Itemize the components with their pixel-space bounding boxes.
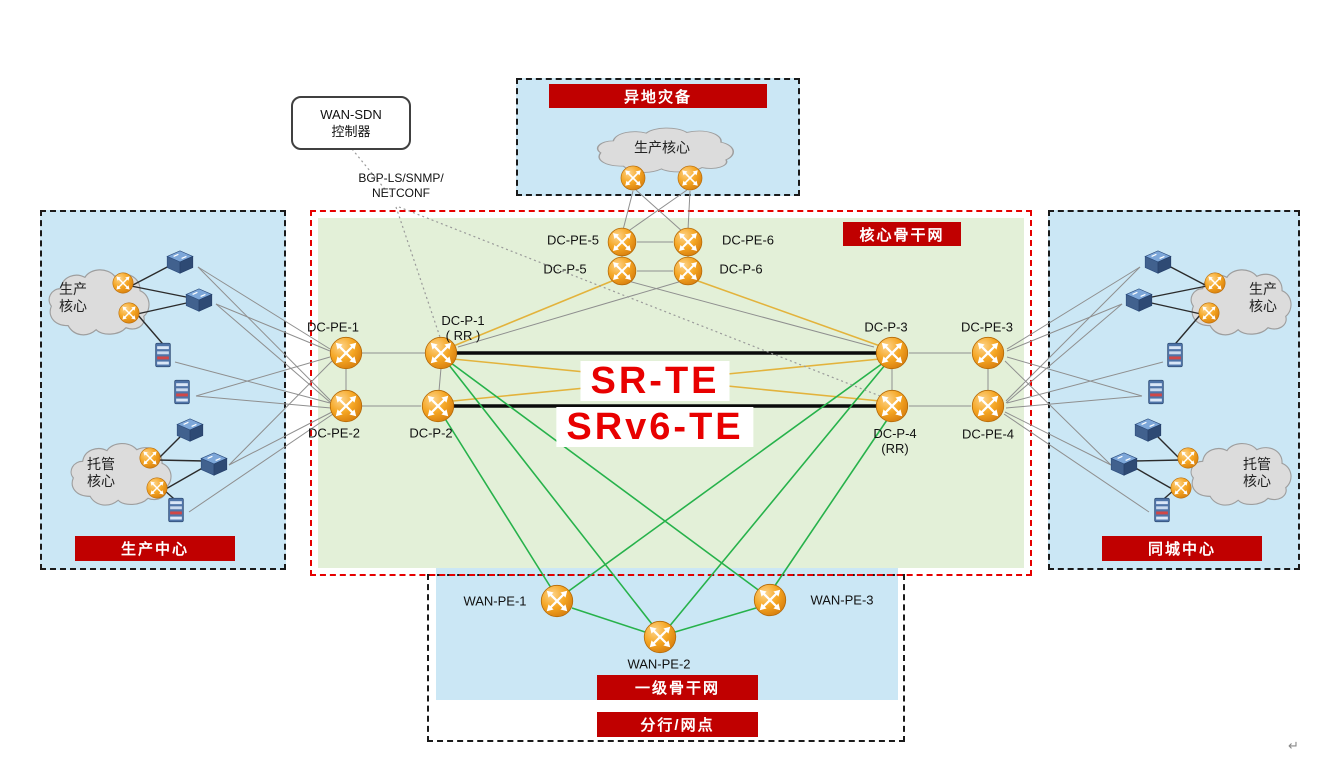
router-icon-dc-p-3 (875, 336, 909, 370)
node-label-wan-pe-1: WAN-PE-1 (463, 593, 527, 609)
router-icon-dc-p-2 (421, 389, 455, 423)
cloud-label-left-hosted-core: 托管核心 (87, 456, 115, 489)
controller-name-line2: 控制器 (331, 124, 371, 139)
controller-name-line1: WAN-SDN (320, 107, 382, 122)
chassis-icon (1164, 341, 1186, 369)
router-icon-dc-p-6 (673, 256, 703, 286)
region-core-backbone-border (310, 210, 1032, 576)
router-icon-dc-pe-3 (971, 336, 1005, 370)
router-icon-dc-pe-1 (329, 336, 363, 370)
router-icon-dc-pe-5 (607, 227, 637, 257)
protocol-line2: NETCONF (371, 186, 430, 200)
cloud-label-right-hosted-core: 托管核心 (1243, 456, 1271, 489)
node-label-dc-p-4-name: DC-P-4 (873, 426, 917, 441)
router-icon-dc-p-5 (607, 256, 637, 286)
switch-icon (174, 416, 206, 444)
switch-icon (1142, 248, 1174, 276)
node-label-dc-p-6: DC-P-6 (719, 261, 763, 277)
controller-dotted-links (351, 148, 881, 397)
node-label-dc-pe-5: DC-PE-5 (546, 232, 600, 248)
switch-icon (183, 286, 215, 314)
router-icon-wan-pe-2 (643, 620, 677, 654)
node-label-dc-pe-4: DC-PE-4 (961, 426, 1015, 442)
node-label-dc-p-5: DC-P-5 (543, 261, 587, 277)
router-icon-dc-pe-4 (971, 389, 1005, 423)
cloud-label-dr-production-core: 生产核心 (634, 139, 690, 156)
overlay-label-sr-te: SR-TE (580, 361, 730, 401)
controller-protocol-label: BGP-LS/SNMP/ NETCONF (358, 171, 443, 201)
badge-branch: 分行/网点 (597, 712, 758, 737)
chassis-icon (1145, 378, 1167, 406)
node-label-dc-p-4-rr: (RR) (881, 441, 909, 456)
node-label-wan-pe-2: WAN-PE-2 (627, 656, 691, 672)
node-label-dc-pe-3: DC-PE-3 (960, 319, 1014, 335)
node-label-dc-pe-6: DC-PE-6 (721, 232, 775, 248)
router-icon-cloud (1198, 302, 1220, 324)
node-label-dc-p-1-name: DC-P-1 (441, 313, 485, 328)
protocol-line1: BGP-LS/SNMP/ (358, 171, 444, 185)
green-links (443, 362, 890, 633)
chassis-icon (1151, 496, 1173, 524)
router-icon-dr-1 (620, 165, 646, 191)
gray-links (174, 189, 1164, 513)
switch-icon (198, 450, 230, 478)
node-label-wan-pe-3: WAN-PE-3 (810, 592, 874, 608)
router-icon-cloud (1204, 272, 1226, 294)
badge-production-center: 生产中心 (75, 536, 235, 561)
router-icon-dc-p-4 (875, 389, 909, 423)
router-icon-wan-pe-1 (540, 584, 574, 618)
overlay-label-srv6-te: SRv6-TE (556, 407, 754, 447)
node-label-dc-p-3: DC-P-3 (864, 319, 908, 335)
router-icon-dc-pe-6 (673, 227, 703, 257)
router-icon-dr-2 (677, 165, 703, 191)
router-icon-cloud (139, 447, 161, 469)
switch-icon (1132, 416, 1164, 444)
node-label-dc-pe-1: DC-PE-1 (306, 319, 360, 335)
site-internal-links (130, 263, 1208, 506)
region-metro-center (1048, 210, 1300, 570)
badge-disaster-recovery: 异地灾备 (549, 84, 767, 108)
chassis-icon (152, 341, 174, 369)
router-icon-cloud (1170, 477, 1192, 499)
node-label-dc-p-2: DC-P-2 (409, 425, 453, 441)
cloud-label-left-production-core: 生产核心 (59, 281, 87, 314)
switch-icon (1108, 450, 1140, 478)
badge-tier1-backbone: 一级骨干网 (597, 675, 758, 700)
node-label-dc-pe-2: DC-PE-2 (307, 425, 361, 441)
return-mark: ↵ (1288, 738, 1299, 753)
switch-icon (164, 248, 196, 276)
cloud-label-right-production-core: 生产核心 (1249, 281, 1277, 314)
node-label-dc-p-4: DC-P-4 (RR) (873, 426, 916, 456)
router-icon-cloud (118, 302, 140, 324)
router-icon-dc-pe-2 (329, 389, 363, 423)
node-label-dc-p-1-rr: ( RR ) (445, 328, 481, 343)
chassis-icon (171, 378, 193, 406)
node-label-dc-p-1: DC-P-1 ( RR ) (441, 313, 484, 343)
wan-sdn-controller-box: WAN-SDN 控制器 (291, 96, 411, 150)
router-icon-wan-pe-3 (753, 583, 787, 617)
backbone-trunk-links (454, 351, 876, 408)
badge-core-backbone: 核心骨干网 (843, 222, 961, 246)
router-icon-cloud (1177, 447, 1199, 469)
chassis-icon (165, 496, 187, 524)
badge-metro-center: 同城中心 (1102, 536, 1262, 561)
router-icon-cloud (112, 272, 134, 294)
switch-icon (1123, 286, 1155, 314)
